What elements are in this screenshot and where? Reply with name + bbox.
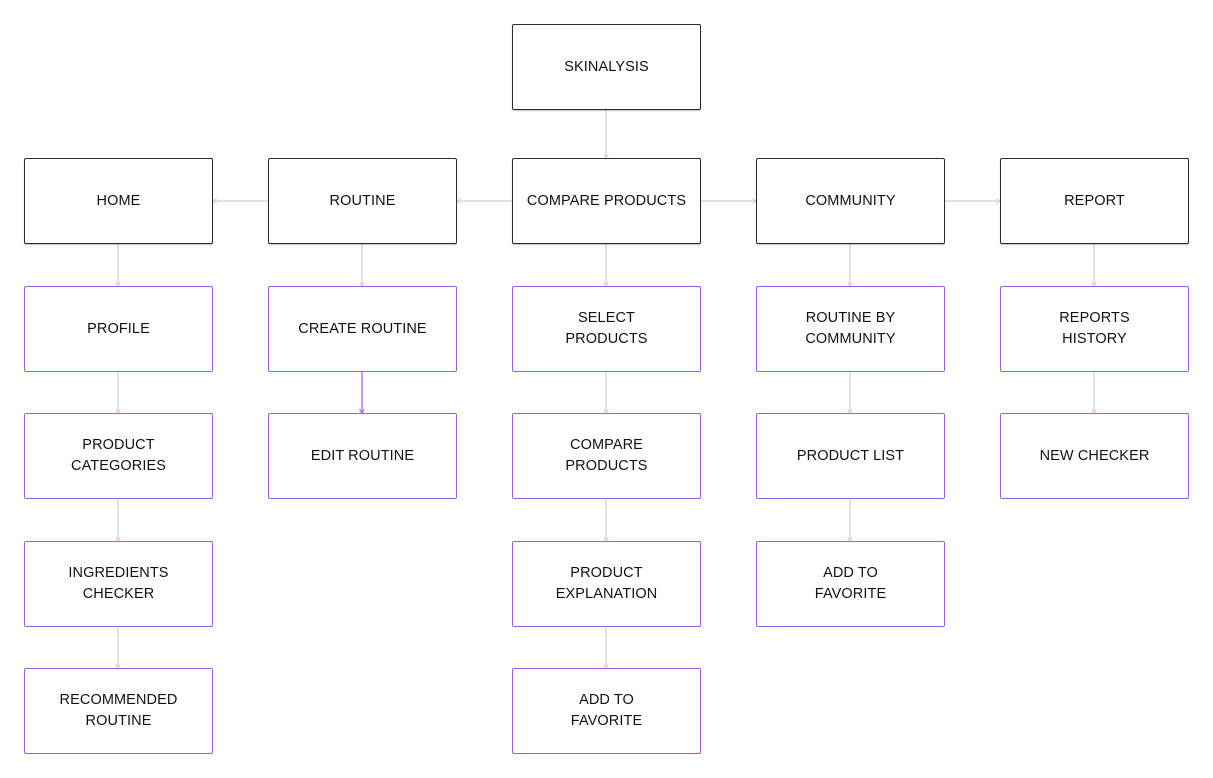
node-recommended-routine: RECOMMENDED ROUTINE [24, 668, 213, 754]
node-new-checker: NEW CHECKER [1000, 413, 1189, 499]
node-profile: PROFILE [24, 286, 213, 372]
node-select-products: SELECT PRODUCTS [512, 286, 701, 372]
node-ingredients-checker: INGREDIENTS CHECKER [24, 541, 213, 627]
node-edit-routine: EDIT ROUTINE [268, 413, 457, 499]
node-compare-products-main: COMPARE PRODUCTS [512, 158, 701, 244]
node-product-explanation: PRODUCT EXPLANATION [512, 541, 701, 627]
connector-compare-routine-arrowhead [456, 198, 462, 204]
node-reports-history: REPORTS HISTORY [1000, 286, 1189, 372]
node-create-routine: CREATE ROUTINE [268, 286, 457, 372]
node-report: REPORT [1000, 158, 1189, 244]
node-routine-by-community: ROUTINE BY COMMUNITY [756, 286, 945, 372]
connector-routine-home-arrowhead [212, 198, 218, 204]
node-add-to-favorite-compare: ADD TO FAVORITE [512, 668, 701, 754]
node-add-to-favorite-community: ADD TO FAVORITE [756, 541, 945, 627]
node-skinalysis: SKINALYSIS [512, 24, 701, 110]
node-product-categories: PRODUCT CATEGORIES [24, 413, 213, 499]
node-home: HOME [24, 158, 213, 244]
node-product-list: PRODUCT LIST [756, 413, 945, 499]
node-routine: ROUTINE [268, 158, 457, 244]
node-compare-products: COMPARE PRODUCTS [512, 413, 701, 499]
node-community: COMMUNITY [756, 158, 945, 244]
